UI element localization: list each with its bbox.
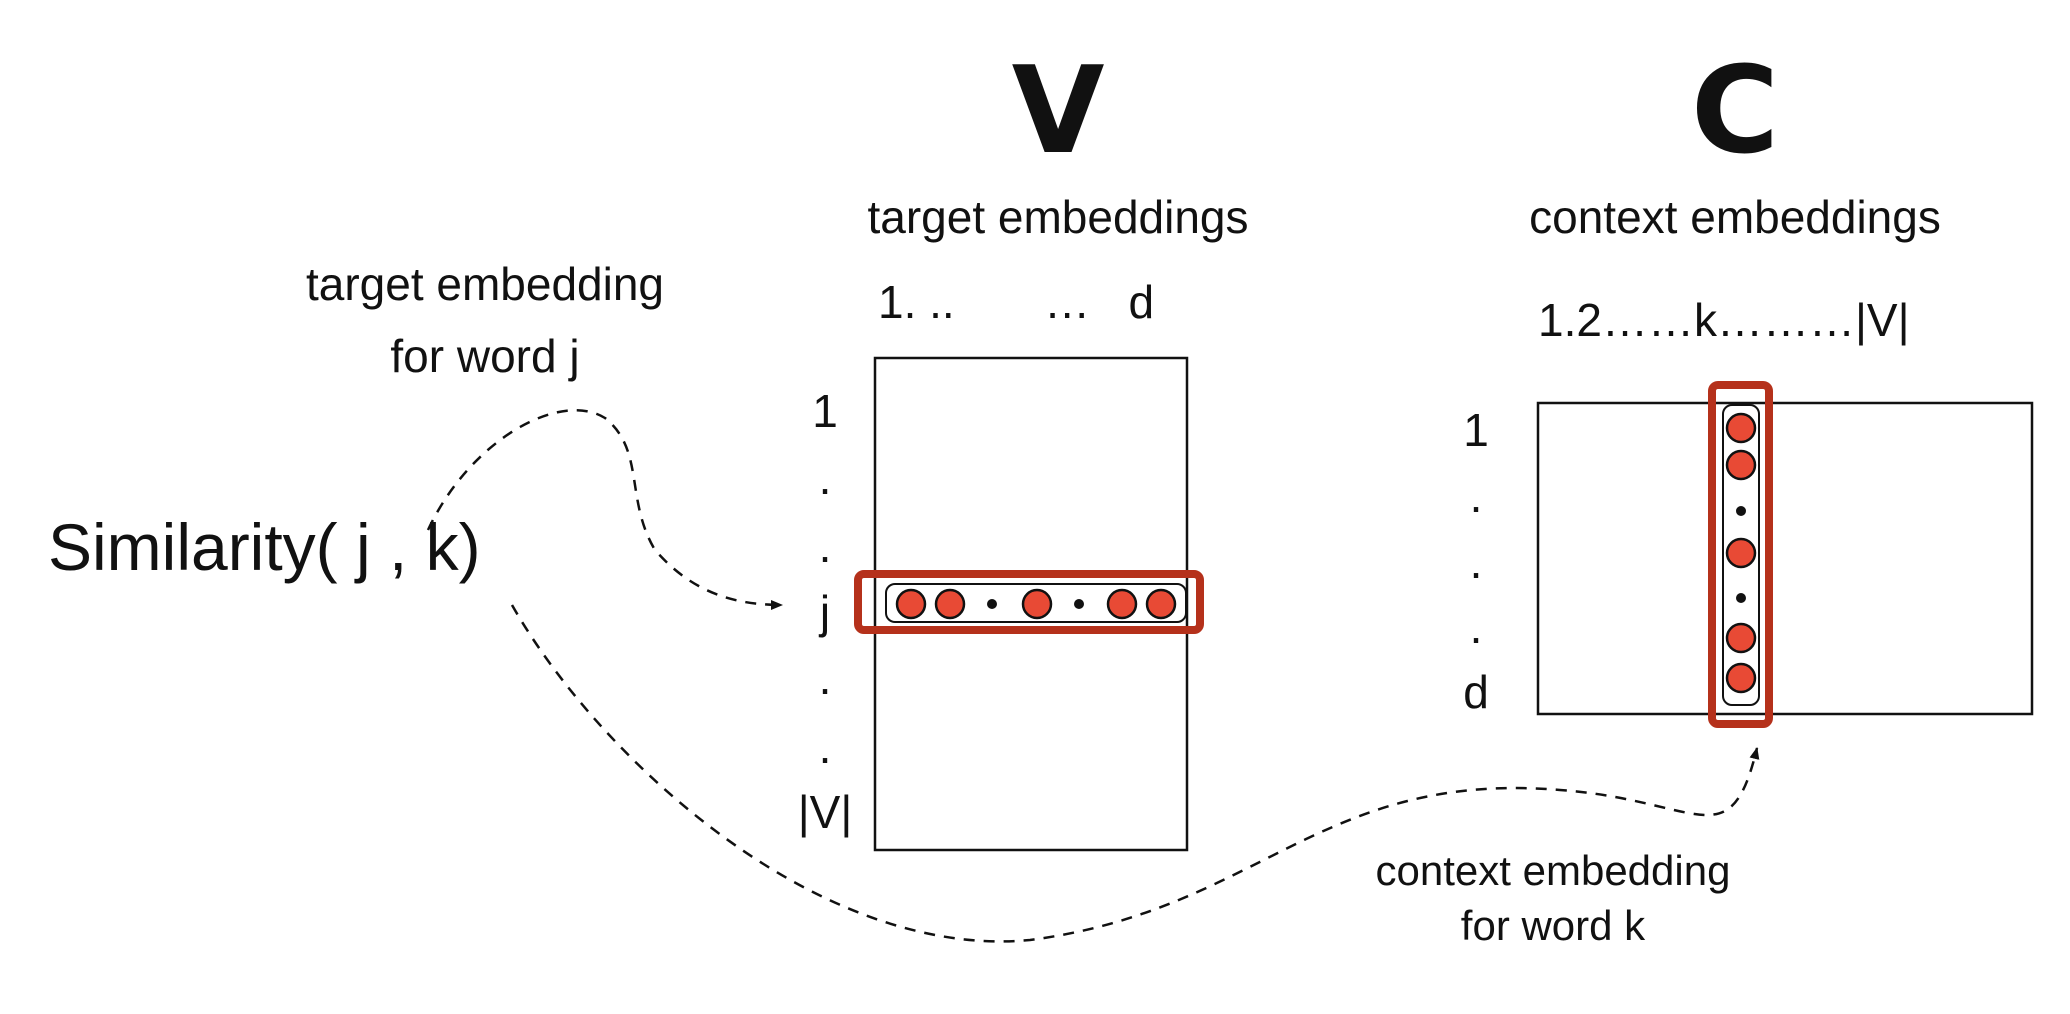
context-matrix-column-header: 1.2……k………|V| (1538, 294, 1910, 346)
context-column-highlight-frame (1708, 381, 1773, 728)
ellipsis-dot (1736, 593, 1746, 603)
context-row-label: . (1470, 536, 1483, 588)
target-connector-arrow (426, 408, 783, 610)
target-row-label: . (819, 652, 832, 704)
ellipsis-dot (1736, 506, 1746, 516)
target-matrix-caption: target embeddings (867, 191, 1248, 243)
embedding-element-dot (1725, 412, 1757, 444)
embedding-element-dot (1725, 449, 1757, 481)
target-row-label: |V| (798, 786, 853, 838)
target-row-label: . (819, 452, 832, 504)
embedding-element-dot (1106, 588, 1138, 620)
ellipsis-dot (987, 599, 997, 609)
embedding-element-dot (895, 588, 927, 620)
context-matrix: C context embeddings 1.2……k………|V| 1 . . … (1463, 42, 2034, 728)
context-matrix-symbol: C (1691, 42, 1779, 181)
embedding-element-dot (934, 588, 966, 620)
context-row-label: . (1470, 601, 1483, 653)
context-matrix-box (1536, 401, 2034, 716)
target-callout-line2: for word j (390, 330, 579, 382)
target-row-highlight-frame (854, 570, 1204, 634)
target-row-label: 1 (812, 385, 838, 437)
context-matrix-row-labels: 1 . . . d (1463, 404, 1489, 718)
context-embedding-column-k (1708, 381, 1773, 728)
context-matrix-caption: context embeddings (1529, 191, 1941, 243)
embedding-element-dot (1021, 588, 1053, 620)
target-matrix-row-labels: 1 . . j . . |V| (798, 385, 853, 838)
target-callout-line1: target embedding (306, 258, 664, 310)
embedding-element-dot (1725, 537, 1757, 569)
context-row-label: . (1470, 470, 1483, 522)
similarity-label: Similarity( j , k) (48, 510, 481, 584)
target-matrix: V target embeddings 1. .. … d 1 . . j . … (798, 42, 1249, 852)
embedding-element-dot (1725, 662, 1757, 694)
target-row-label: . (819, 520, 832, 572)
target-matrix-symbol: V (1012, 42, 1105, 181)
embedding-element-dot (1145, 588, 1177, 620)
context-row-label: 1 (1463, 404, 1489, 456)
embedding-element-dot (1725, 622, 1757, 654)
target-row-label: j (818, 586, 830, 638)
target-row-label: . (819, 721, 832, 773)
ellipsis-dot (1074, 599, 1084, 609)
context-callout-line1: context embedding (1376, 847, 1731, 894)
context-callout-line2: for word k (1461, 902, 1646, 949)
context-row-label: d (1463, 666, 1489, 718)
target-embedding-row-j (854, 570, 1204, 634)
target-matrix-column-header: 1. .. … d (878, 276, 1154, 328)
